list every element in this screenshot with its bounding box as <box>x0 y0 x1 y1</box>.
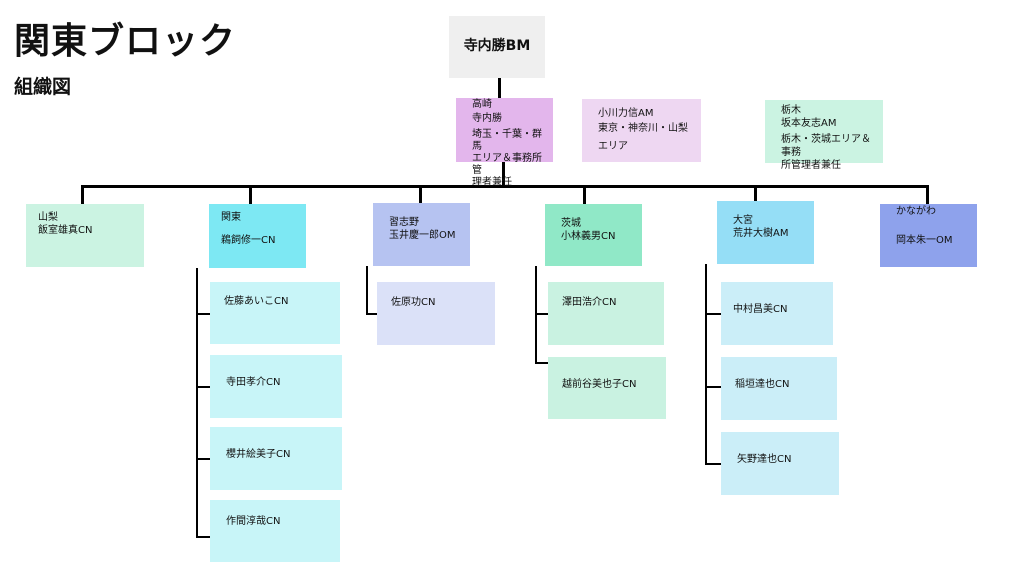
connector-tick <box>196 458 210 460</box>
member-name: 稲垣達也CN <box>735 379 790 390</box>
branch-head-box: 習志野 玉井慶一郎OM <box>373 203 470 266</box>
area-manager-box: 栃木 坂本友志AM 栃木・茨城エリア＆事務 所管理者兼任 <box>765 100 883 171</box>
page-title: 関東ブロック <box>14 21 237 62</box>
connector-tick <box>196 536 210 538</box>
branch-leader: 飯室雄真CN <box>38 224 93 236</box>
branch-leader: 岡本朱一OM <box>896 234 953 246</box>
connector-branch <box>926 185 929 204</box>
manager-name: 寺内勝 <box>472 113 502 124</box>
branch-head-box: 関東 鵜飼修一CN <box>209 204 306 268</box>
member-box: 中村昌美CN <box>721 282 833 345</box>
branch-office: 関東 <box>221 212 241 223</box>
member-name: 矢野達也CN <box>737 454 792 465</box>
connector-tick <box>535 362 548 364</box>
member-box: 作間淳哉CN <box>210 500 340 562</box>
member-box: 稲垣達也CN <box>721 357 837 420</box>
branch-leader: 小林義男CN <box>561 230 616 242</box>
connector-spine <box>705 264 707 465</box>
top-manager-label: 寺内勝BM <box>463 38 531 55</box>
connector-branch <box>249 185 252 205</box>
block-manager-box: 高崎 寺内勝 埼玉・千葉・群馬 エリア＆事務所管 理者兼任 <box>456 98 553 188</box>
member-name: 中村昌美CN <box>733 304 788 315</box>
branch-head-box: 山梨 飯室雄真CN <box>26 204 144 267</box>
member-name: 佐原功CN <box>391 297 436 308</box>
connector-tick <box>705 386 721 388</box>
branch-leader: 鵜飼修一CN <box>221 234 276 246</box>
member-box: 寺田孝介CN <box>210 355 342 418</box>
connector-branch <box>419 185 422 203</box>
member-box: 澤田浩介CN <box>548 282 664 345</box>
connector-branch <box>583 185 586 204</box>
branch-office: 大宮 <box>733 215 753 226</box>
member-name: 作間淳哉CN <box>226 516 281 527</box>
connector-horizontal <box>81 185 927 188</box>
branch-head-box: 大宮 荒井大樹AM <box>717 201 814 264</box>
member-box: 櫻井絵美子CN <box>210 427 342 490</box>
member-name: 佐藤あいこCN <box>224 296 289 307</box>
manager-role-cont: 理者兼任 <box>472 177 512 188</box>
branch-office: 山梨 <box>38 212 58 223</box>
connector-tick <box>705 463 721 465</box>
branch-office: 茨城 <box>561 218 581 229</box>
area-manager-area: 東京・神奈川・山梨 <box>598 122 688 134</box>
connector-tick <box>705 313 721 315</box>
connector-top <box>498 78 501 98</box>
area-manager-box: 小川力信AM 東京・神奈川・山梨 エリア <box>582 99 701 162</box>
connector-branch <box>81 185 84 205</box>
connector-spine <box>196 268 198 538</box>
branch-office: かながわ <box>896 206 936 217</box>
branch-office: 習志野 <box>389 217 419 228</box>
area-manager-office: 栃木 <box>781 105 801 116</box>
connector-spine <box>366 266 368 315</box>
member-box: 越前谷美也子CN <box>548 357 666 419</box>
member-box: 矢野達也CN <box>721 432 839 495</box>
connector-tick <box>196 386 210 388</box>
member-box: 佐藤あいこCN <box>210 282 340 344</box>
manager-role: エリア＆事務所管 <box>472 153 542 176</box>
branch-leader: 玉井慶一郎OM <box>389 229 456 241</box>
area-manager-name: 小川力信AM <box>598 108 654 119</box>
area-manager-role: 栃木・茨城エリア＆事務 <box>781 134 871 158</box>
member-box: 佐原功CN <box>377 282 495 345</box>
page-subtitle: 組織図 <box>14 76 72 98</box>
connector-tick <box>196 313 210 315</box>
manager-area: 埼玉・千葉・群馬 <box>472 129 542 152</box>
connector-tick <box>535 313 548 315</box>
member-name: 澤田浩介CN <box>562 297 617 308</box>
manager-office: 高崎 <box>472 99 492 110</box>
branch-head-box: 茨城 小林義男CN <box>545 204 642 266</box>
member-name: 越前谷美也子CN <box>562 379 637 390</box>
connector-spine <box>535 266 537 364</box>
top-manager-box: 寺内勝BM <box>449 16 545 78</box>
branch-head-box: かながわ 岡本朱一OM <box>880 204 977 267</box>
branch-leader: 荒井大樹AM <box>733 227 789 239</box>
area-manager-role-cont: 所管理者兼任 <box>781 160 841 171</box>
connector-tick <box>366 313 377 315</box>
member-name: 櫻井絵美子CN <box>226 449 291 460</box>
area-manager-suffix: エリア <box>598 141 628 152</box>
connector-manager <box>502 162 505 186</box>
area-manager-name: 坂本友志AM <box>781 118 837 129</box>
connector-branch <box>754 185 757 201</box>
member-name: 寺田孝介CN <box>226 377 281 388</box>
